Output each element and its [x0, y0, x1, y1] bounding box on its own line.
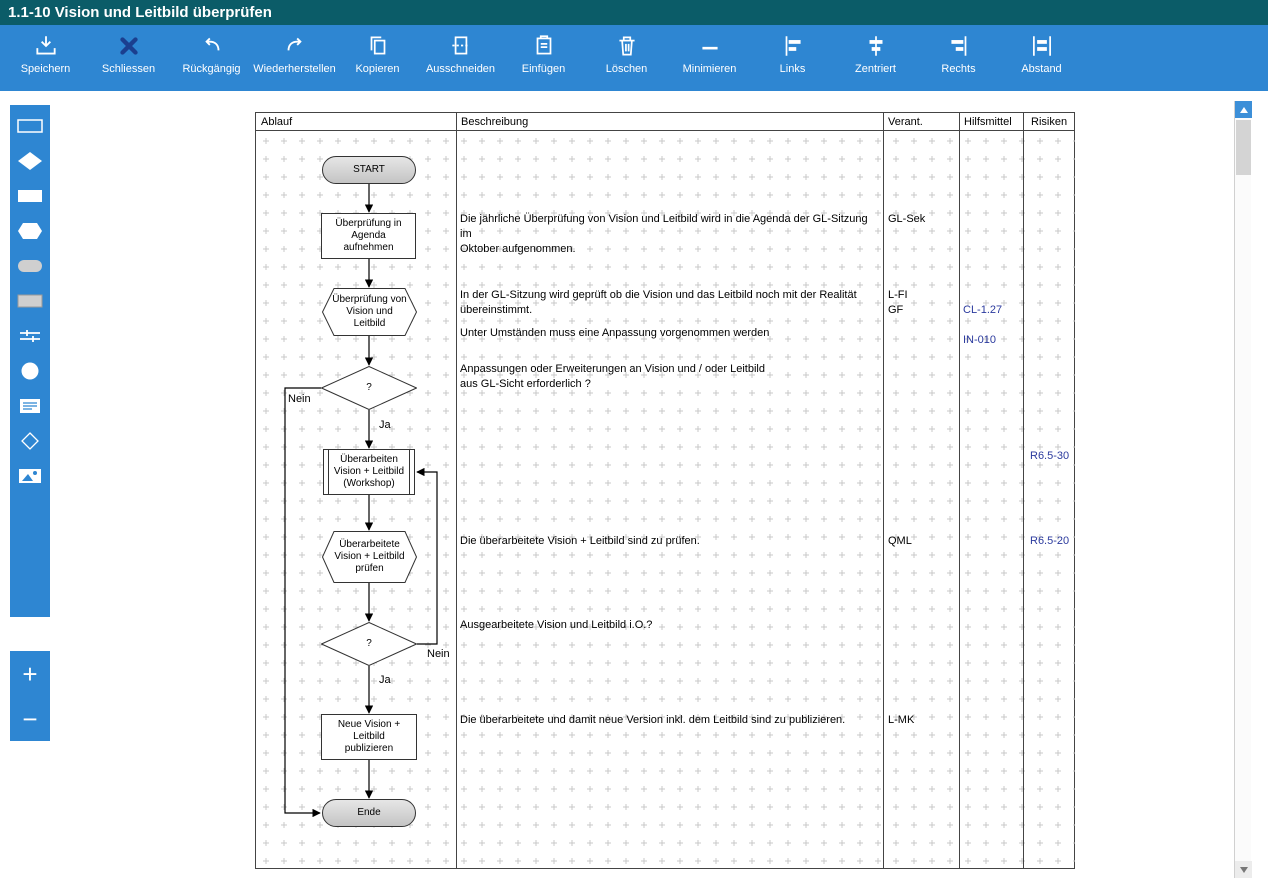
- zoom-in-button[interactable]: +: [22, 658, 38, 689]
- scroll-down-arrow-icon: [1239, 866, 1248, 873]
- diamond-outline: [321, 622, 417, 666]
- spacing-icon: [1028, 32, 1056, 60]
- description-check-note: Unter Umständen muss eine Anpassung vorg…: [460, 327, 770, 339]
- flow-node-publish[interactable]: Neue Vision + Leitbild publizieren: [321, 714, 417, 760]
- edge-label-nein-1: Nein: [288, 393, 311, 405]
- scroll-down-button[interactable]: [1235, 861, 1252, 878]
- description-check: In der GL-Sitzung wird geprüft ob die Vi…: [460, 289, 857, 316]
- vertical-scrollbar[interactable]: [1234, 101, 1252, 878]
- save-icon: [32, 32, 60, 60]
- scroll-up-button[interactable]: [1235, 101, 1252, 118]
- diamond-outline: [321, 366, 417, 410]
- circle-shape-icon[interactable]: [16, 359, 44, 383]
- align-center-icon: [862, 32, 890, 60]
- column-divider: [959, 113, 960, 868]
- close-button[interactable]: Schliessen: [87, 32, 170, 75]
- flow-connectors: [284, 184, 438, 818]
- close-icon: [115, 32, 143, 60]
- hilfsmittel-link-cl-1-27[interactable]: CL-1.27: [963, 303, 1003, 316]
- flow-node-start[interactable]: START: [322, 156, 416, 184]
- scrollbar-thumb[interactable]: [1236, 120, 1251, 175]
- align-right-button[interactable]: Rechts: [917, 32, 1000, 75]
- align-right-icon: [945, 32, 973, 60]
- flow-node-end[interactable]: Ende: [322, 799, 416, 827]
- hilfsmittel-check: CL-1.27 IN-010: [963, 288, 1002, 347]
- minimize-button[interactable]: Minimieren: [668, 32, 751, 75]
- description-review: Die überarbeitete Vision + Leitbild sind…: [460, 535, 700, 547]
- cut-icon: [447, 32, 475, 60]
- shaded-rectangle-shape-icon[interactable]: [16, 289, 44, 313]
- cut-button[interactable]: Ausschneiden: [419, 32, 502, 75]
- zoom-out-button[interactable]: −: [22, 703, 38, 734]
- trash-icon: [613, 32, 641, 60]
- risiken-link-r6-5-30[interactable]: R6.5-30: [1030, 450, 1070, 462]
- edge-label-ja-1: Ja: [379, 419, 391, 431]
- paste-icon: [530, 32, 558, 60]
- undo-icon: [198, 32, 226, 60]
- minimize-icon: [696, 32, 724, 60]
- copy-icon: [364, 32, 392, 60]
- hexagon-shape-icon[interactable]: [16, 219, 44, 243]
- hilfsmittel-link-in-010[interactable]: IN-010: [963, 333, 997, 346]
- save-button[interactable]: Speichern: [4, 32, 87, 75]
- verant-check: L-FI GF: [888, 289, 908, 316]
- align-left-icon: [779, 32, 807, 60]
- undo-button[interactable]: Rückgängig: [170, 32, 253, 75]
- table-header-row: [256, 113, 1074, 131]
- flow-node-check[interactable]: Überprüfung von Vision und Leitbild: [322, 288, 417, 336]
- hexagon-outline: [322, 288, 417, 336]
- process-shape-icon[interactable]: [16, 184, 44, 208]
- flowchart-layer: START Überprüfung in Agenda aufnehmen Üb…: [0, 91, 1268, 878]
- window-title: 1.1-10 Vision und Leitbild überprüfen: [0, 0, 1268, 25]
- column-divider: [883, 113, 884, 868]
- image-shape-icon[interactable]: [16, 464, 44, 488]
- hexagon-outline: [322, 531, 417, 583]
- small-diamond-shape-icon[interactable]: [16, 429, 44, 453]
- edge-label-ja-2: Ja: [379, 674, 391, 686]
- copy-button[interactable]: Kopieren: [336, 32, 419, 75]
- column-divider: [456, 113, 457, 868]
- edge-label-nein-2: Nein: [427, 648, 450, 660]
- zoom-controls: + −: [10, 651, 50, 741]
- column-divider: [1023, 113, 1024, 868]
- header-risiken: Risiken: [1031, 116, 1068, 128]
- flow-node-rework[interactable]: Überarbeiten Vision + Leitbild (Workshop…: [323, 449, 415, 495]
- parallel-lines-shape-icon[interactable]: [16, 324, 44, 348]
- diamond-shape-icon[interactable]: [16, 149, 44, 173]
- rounded-rectangle-shape-icon[interactable]: [16, 254, 44, 278]
- header-verant: Verant.: [888, 116, 923, 128]
- description-agenda: Die jährliche Überprüfung von Vision und…: [460, 213, 868, 255]
- align-center-button[interactable]: Zentriert: [834, 32, 917, 75]
- flow-node-agenda[interactable]: Überprüfung in Agenda aufnehmen: [321, 213, 416, 259]
- verant-agenda: GL-Sek: [888, 213, 926, 225]
- redo-button[interactable]: Wiederherstellen: [253, 32, 336, 75]
- flow-node-review[interactable]: Überarbeitete Vision + Leitbild prüfen: [322, 531, 417, 583]
- delete-button[interactable]: Löschen: [585, 32, 668, 75]
- redo-icon: [281, 32, 309, 60]
- rectangle-shape-icon[interactable]: [16, 114, 44, 138]
- header-beschreibung: Beschreibung: [461, 116, 529, 128]
- header-hilfsmittel: Hilfsmittel: [964, 116, 1012, 128]
- risiken-link-r6-5-20[interactable]: R6.5-20: [1030, 535, 1070, 547]
- header-ablauf: Ablauf: [261, 116, 293, 128]
- flow-node-decision1[interactable]: ?: [321, 366, 417, 410]
- verant-review: QML: [888, 535, 912, 547]
- verant-publish: L-MK: [888, 714, 915, 726]
- description-publish: Die überarbeitete und damit neue Version…: [460, 714, 846, 726]
- description-decision2: Ausgearbeitete Vision und Leitbild i.O.?: [460, 619, 653, 631]
- scroll-up-arrow-icon: [1239, 106, 1248, 113]
- spacing-button[interactable]: Abstand: [1000, 32, 1083, 75]
- paste-button[interactable]: Einfügen: [502, 32, 585, 75]
- description-decision1: Anpassungen oder Erweiterungen an Vision…: [460, 363, 765, 390]
- canvas-workspace: + − Ablauf Beschreibung Verant. Hilfsmit…: [0, 91, 1268, 878]
- align-left-button[interactable]: Links: [751, 32, 834, 75]
- flow-node-decision2[interactable]: ?: [321, 622, 417, 666]
- shape-palette: [10, 105, 50, 617]
- main-toolbar: Speichern Schliessen Rückgängig Wiederhe…: [0, 25, 1268, 91]
- text-block-shape-icon[interactable]: [16, 394, 44, 418]
